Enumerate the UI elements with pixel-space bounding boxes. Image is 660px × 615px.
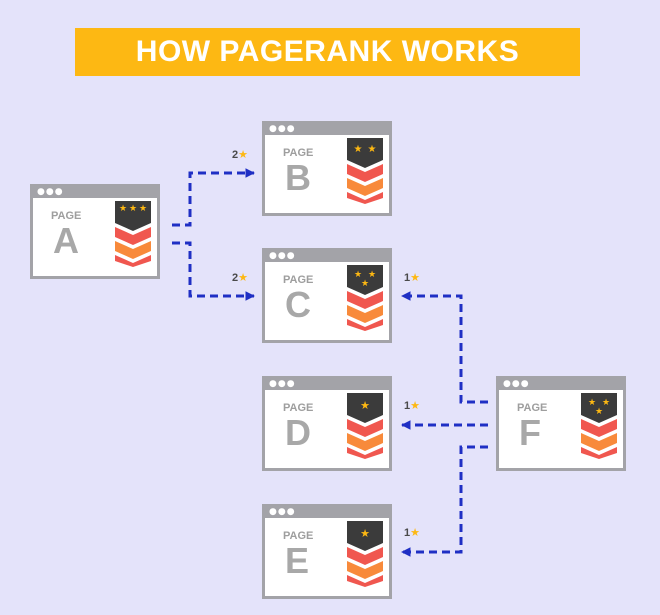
link-f-to-e	[401, 445, 488, 557]
page-card-c: ●●● PAGE C ★ ★ ★	[262, 248, 392, 343]
window-dots-icon: ●●●	[269, 251, 296, 261]
link-rank-label-b: 2★	[232, 148, 248, 161]
svg-text:★: ★	[595, 407, 603, 417]
link-rank-label-d: 1★	[404, 399, 420, 412]
window-dots-icon: ●●●	[269, 379, 296, 389]
star-icon: ★	[238, 148, 248, 161]
page-card-d: ●●● PAGE D ★	[262, 376, 392, 471]
page-letter: A	[53, 220, 79, 261]
rank-badge-icon: ★ ★ ★	[347, 265, 383, 331]
svg-text:★: ★	[354, 270, 362, 280]
window-bar: ●●●	[33, 187, 157, 198]
rank-count: 1	[404, 527, 411, 539]
rank-count: 2	[232, 149, 239, 161]
svg-text:★: ★	[368, 144, 377, 155]
window-bar: ●●●	[265, 379, 389, 390]
rank-badge-icon: ★	[347, 521, 383, 587]
page-letter: B	[285, 157, 311, 198]
window-bar: ●●●	[499, 379, 623, 390]
link-a-to-b	[172, 168, 255, 227]
page-card-e: ●●● PAGE E ★	[262, 504, 392, 599]
page-letter: E	[285, 540, 310, 581]
page-letter: C	[285, 284, 311, 325]
window-dots-icon: ●●●	[37, 187, 64, 197]
page-card-f: ●●● PAGE F ★ ★ ★	[496, 376, 626, 471]
rank-count: 1	[404, 400, 411, 412]
title-banner: HOW PAGERANK WORKS	[75, 28, 580, 76]
svg-text:★: ★	[368, 270, 376, 280]
page-word: PAGE	[517, 402, 548, 414]
page-word: PAGE	[283, 274, 314, 286]
star-icon: ★	[410, 526, 420, 539]
svg-text:★: ★	[361, 279, 369, 289]
page-letter: F	[519, 412, 541, 453]
star-icon: ★	[410, 271, 420, 284]
window-bar: ●●●	[265, 124, 389, 135]
svg-text:★: ★	[119, 204, 127, 214]
window-dots-icon: ●●●	[269, 507, 296, 517]
page-word: PAGE	[283, 402, 314, 414]
svg-text:★: ★	[360, 399, 370, 412]
svg-text:★: ★	[354, 144, 363, 155]
rank-count: 1	[404, 272, 411, 284]
rank-badge-icon: ★ ★	[347, 138, 383, 204]
window-bar: ●●●	[265, 507, 389, 518]
star-icon: ★	[238, 271, 248, 284]
window-bar: ●●●	[265, 251, 389, 262]
svg-text:★: ★	[360, 527, 370, 540]
rank-badge-icon: ★	[347, 393, 383, 459]
rank-badge-icon: ★ ★ ★	[115, 201, 151, 267]
page-card-a: ●●● PAGE A ★ ★ ★	[30, 184, 160, 279]
page-word: PAGE	[283, 530, 314, 542]
link-f-to-c	[401, 291, 488, 404]
link-rank-label-e: 1★	[404, 526, 420, 539]
page-word: PAGE	[283, 147, 314, 159]
svg-text:★: ★	[139, 204, 147, 214]
svg-text:★: ★	[588, 398, 596, 408]
rank-count: 2	[232, 272, 239, 284]
star-icon: ★	[410, 399, 420, 412]
page-title: HOW PAGERANK WORKS	[135, 35, 520, 68]
svg-text:★: ★	[602, 398, 610, 408]
svg-text:★: ★	[129, 204, 137, 214]
link-rank-label-c-from-a: 2★	[232, 271, 248, 284]
window-dots-icon: ●●●	[503, 379, 530, 389]
page-word: PAGE	[51, 210, 82, 222]
rank-badge-icon: ★ ★ ★	[581, 393, 617, 459]
page-card-b: ●●● PAGE B ★ ★	[262, 121, 392, 216]
link-rank-label-c-from-f: 1★	[404, 271, 420, 284]
link-a-to-c	[172, 241, 255, 301]
window-dots-icon: ●●●	[269, 124, 296, 134]
page-letter: D	[285, 412, 311, 453]
